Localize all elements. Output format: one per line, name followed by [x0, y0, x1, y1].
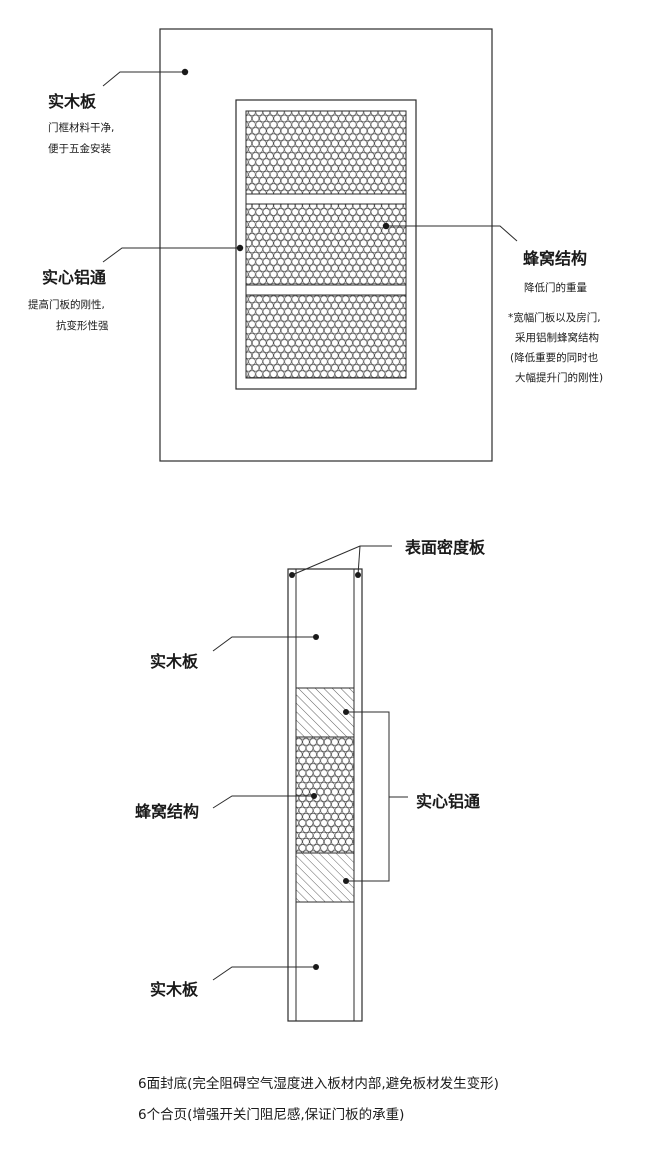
- leader-dot-solid-wood: [181, 68, 189, 76]
- aluminum-rail-1: [245, 193, 407, 205]
- front-aluminum-title: 实心铝通: [42, 268, 107, 287]
- leader-dot-aluminum: [236, 244, 244, 252]
- note-six-side-seal: 6面封底(完全阻碍空气湿度进入板材内部,避免板材发生变形): [138, 1076, 499, 1092]
- section-aluminum-label: 实心铝通: [416, 792, 481, 811]
- front-solid-wood-title: 实木板: [48, 92, 97, 111]
- leader-dot-section-solid-wood-top: [313, 634, 319, 640]
- front-aluminum-desc-2: 抗变形性强: [56, 320, 109, 332]
- front-honeycomb-desc-3: *宽幅门板以及房门,: [508, 312, 601, 324]
- honeycomb-panel-bottom: [245, 294, 407, 379]
- leader-surface-board: [291, 545, 392, 576]
- honeycomb-panel-top: [245, 110, 407, 195]
- section-outer: [287, 568, 363, 1022]
- leader-dot-surface-right: [355, 572, 361, 578]
- leader-dot-section-aluminum-top: [343, 709, 349, 715]
- door-outer-frame: [159, 28, 493, 462]
- front-solid-wood-desc-1: 门框材料干净,: [48, 122, 115, 134]
- leader-section-honeycomb: [212, 795, 314, 809]
- section-honeycomb-label: 蜂窝结构: [135, 802, 200, 821]
- leader-dot-surface-left: [289, 572, 295, 578]
- front-honeycomb-title: 蜂窝结构: [523, 249, 588, 268]
- leader-solid-wood: [102, 71, 185, 87]
- front-aluminum-desc-1: 提高门板的刚性,: [28, 299, 105, 311]
- leader-dot-section-aluminum-bottom: [343, 878, 349, 884]
- section-solid-wood-top-label: 实木板: [150, 652, 199, 671]
- note-six-hinges: 6个合页(增强开关门阻尼感,保证门板的承重): [138, 1107, 405, 1123]
- front-solid-wood-desc-2: 便于五金安装: [48, 143, 111, 155]
- leader-surface-board-2: [357, 545, 361, 576]
- front-honeycomb-desc-5: (降低重要的同时也: [510, 352, 599, 364]
- leader-section-solid-wood-bottom: [212, 966, 316, 981]
- leader-aluminum: [102, 247, 240, 263]
- leader-honeycomb: [386, 225, 518, 242]
- front-honeycomb-desc-6: 大幅提升门的刚性): [515, 372, 604, 384]
- front-honeycomb-desc-4: 采用铝制蜂窝结构: [515, 332, 599, 344]
- aluminum-rail-2: [245, 284, 407, 296]
- leader-section-solid-wood-top: [212, 636, 316, 652]
- aluminum-frame-outer: [235, 99, 417, 390]
- leader-dot-section-honeycomb: [311, 793, 317, 799]
- section-solid-wood-bottom-label: 实木板: [150, 980, 199, 999]
- leader-dot-section-solid-wood-bottom: [313, 964, 319, 970]
- section-aluminum-bottom: [295, 852, 355, 903]
- section-surface-board-label: 表面密度板: [405, 538, 486, 557]
- leader-dot-honeycomb: [382, 222, 390, 230]
- front-honeycomb-desc-1: 降低门的重量: [524, 282, 587, 294]
- section-honeycomb: [295, 736, 355, 854]
- honeycomb-panel-middle: [245, 203, 407, 286]
